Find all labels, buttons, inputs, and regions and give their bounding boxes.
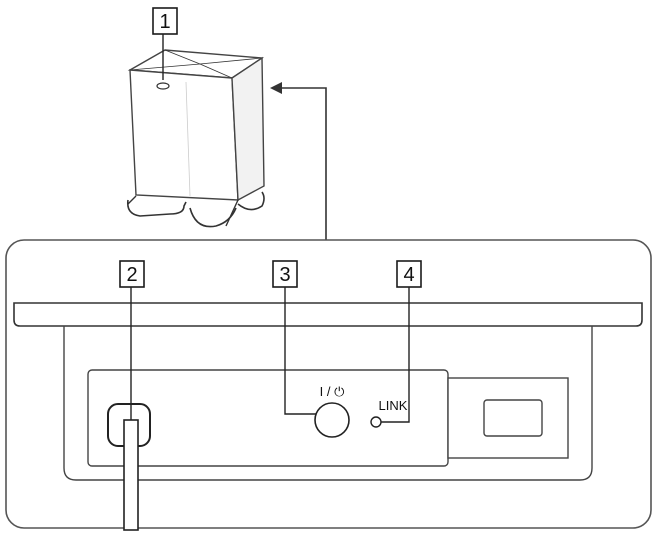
svg-text:3: 3 xyxy=(279,264,290,286)
svg-text:2: 2 xyxy=(126,264,137,286)
subwoofer-base xyxy=(126,191,265,228)
subwoofer-indicator-icon xyxy=(156,82,170,90)
subwoofer-unit xyxy=(126,49,265,228)
power-cord xyxy=(123,419,139,531)
power-label: I / ⏻ xyxy=(320,384,345,399)
callout-2: 2 xyxy=(119,260,145,420)
link-indicator: LINK xyxy=(370,398,408,428)
callout-1: 1 xyxy=(152,7,178,80)
recess-outline xyxy=(63,326,593,481)
subwoofer-side xyxy=(231,56,265,202)
callout-3: 3 xyxy=(272,260,316,415)
power-button-icon xyxy=(314,402,350,438)
link-led-icon xyxy=(370,416,382,428)
rear-panel-detail: 2 I / ⏻ LINK 3 4 xyxy=(5,239,652,531)
label-plate xyxy=(483,399,543,437)
subwoofer-front xyxy=(129,69,239,201)
callout-4: 4 xyxy=(381,260,422,423)
svg-text:4: 4 xyxy=(403,264,414,286)
connector-arrow xyxy=(270,82,327,240)
unit-top-slab xyxy=(13,302,643,327)
power-button: I / ⏻ xyxy=(314,384,350,438)
link-label: LINK xyxy=(379,398,408,413)
svg-text:1: 1 xyxy=(159,11,170,33)
arrow-head-icon xyxy=(270,82,282,94)
